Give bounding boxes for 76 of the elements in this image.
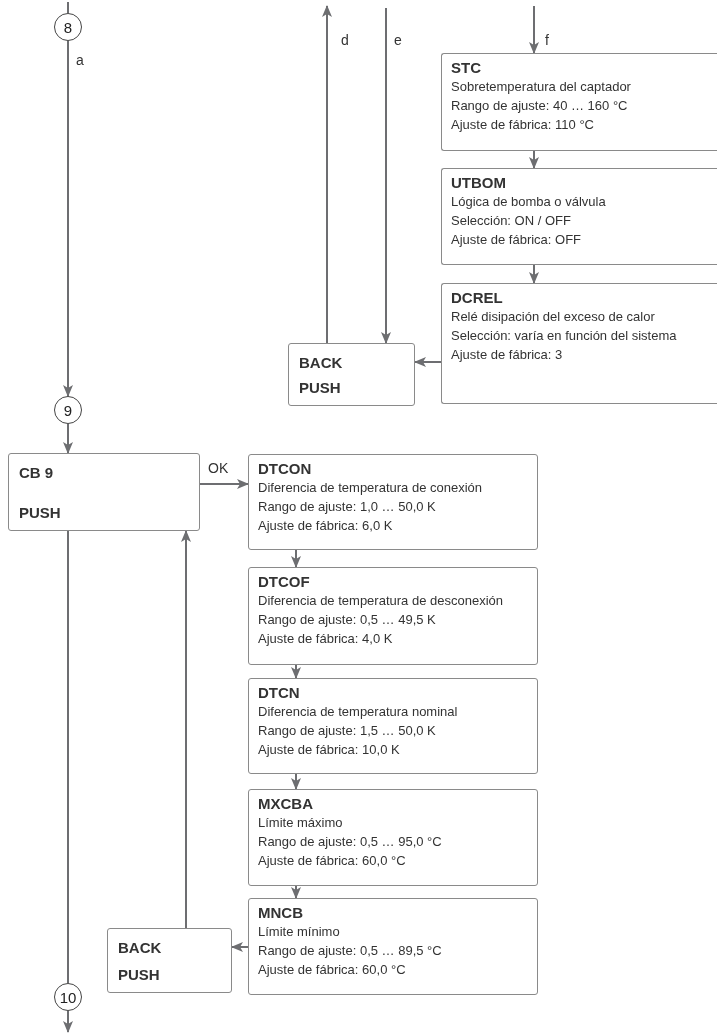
parameter-text: Lógica de bomba o válvula xyxy=(451,193,607,211)
parameter-box xyxy=(248,789,538,886)
arrow xyxy=(322,5,332,344)
parameter-text: Límite mínimo xyxy=(258,923,341,941)
menu-text: CB 9 xyxy=(19,464,55,482)
parameter-text: Rango de ajuste: 1,0 … 50,0 K xyxy=(258,498,437,516)
arrow xyxy=(231,942,249,952)
step-number: 9 xyxy=(63,402,73,418)
menu-box xyxy=(107,928,232,993)
edge-label: f xyxy=(545,32,549,48)
arrow xyxy=(291,885,301,899)
arrow xyxy=(529,150,539,169)
parameter-name: STC xyxy=(451,58,482,77)
arrow xyxy=(529,264,539,284)
parameter-box xyxy=(248,898,538,995)
arrow xyxy=(291,773,301,790)
parameter-text: Relé disipación del exceso de calor xyxy=(451,308,656,326)
parameter-text: Ajuste de fábrica: 6,0 K xyxy=(258,517,394,535)
parameter-text: Rango de ajuste: 40 … 160 °C xyxy=(451,97,629,115)
arrow xyxy=(414,357,442,367)
arrow xyxy=(529,5,539,54)
arrow xyxy=(63,1010,73,1033)
parameter-text: Rango de ajuste: 0,5 … 89,5 °C xyxy=(258,942,443,960)
menu-box xyxy=(8,453,200,531)
connector-circle xyxy=(54,983,82,1011)
parameter-text: Límite máximo xyxy=(258,814,344,832)
menu-text: BACK xyxy=(118,939,163,957)
arrow xyxy=(63,423,73,454)
parameter-box xyxy=(441,53,717,151)
parameter-box xyxy=(248,567,538,665)
edge-label: d xyxy=(341,32,349,48)
parameter-text: Ajuste de fábrica: OFF xyxy=(451,231,583,249)
parameter-text: Diferencia de temperatura de desconexión xyxy=(258,592,504,610)
parameter-box xyxy=(441,283,717,404)
parameter-text: Sobretemperatura del captador xyxy=(451,78,632,96)
menu-text: PUSH xyxy=(299,379,342,397)
edge-label: OK xyxy=(208,460,229,476)
parameter-text: Ajuste de fábrica: 60,0 °C xyxy=(258,852,407,870)
parameter-box xyxy=(441,168,717,265)
parameter-text: Rango de ajuste: 0,5 … 95,0 °C xyxy=(258,833,443,851)
menu-text: PUSH xyxy=(19,504,62,522)
parameter-text: Ajuste de fábrica: 3 xyxy=(451,346,564,364)
parameter-text: Rango de ajuste: 0,5 … 49,5 K xyxy=(258,611,437,629)
parameter-name: DTCOF xyxy=(258,572,311,591)
arrow xyxy=(181,530,191,929)
parameter-box xyxy=(248,678,538,774)
parameter-text: Selección: varía en función del sistema xyxy=(451,327,678,345)
connector-circle xyxy=(54,396,82,424)
parameter-name: DTCN xyxy=(258,683,301,702)
arrow xyxy=(291,549,301,568)
parameter-text: Diferencia de temperatura nominal xyxy=(258,703,459,721)
parameter-text: Diferencia de temperatura de conexión xyxy=(258,479,484,497)
edge-label: a xyxy=(76,52,84,68)
parameter-name: MNCB xyxy=(258,903,304,922)
menu-text: PUSH xyxy=(118,966,161,984)
arrow xyxy=(381,7,391,344)
parameter-text: Ajuste de fábrica: 10,0 K xyxy=(258,741,401,759)
parameter-name: DTCON xyxy=(258,459,313,478)
parameter-text: Ajuste de fábrica: 110 °C xyxy=(451,116,595,134)
parameter-text: Ajuste de fábrica: 4,0 K xyxy=(258,630,394,648)
parameter-name: DCREL xyxy=(451,288,504,307)
edge-label: e xyxy=(394,32,402,48)
connector-circle xyxy=(54,13,82,41)
parameter-text: Rango de ajuste: 1,5 … 50,0 K xyxy=(258,722,437,740)
parameter-text: Ajuste de fábrica: 60,0 °C xyxy=(258,961,407,979)
step-number: 8 xyxy=(63,19,73,35)
step-number: 10 xyxy=(59,989,77,1005)
menu-box xyxy=(288,343,415,406)
arrow xyxy=(63,40,73,397)
menu-text: BACK xyxy=(299,354,344,372)
parameter-text: Selección: ON / OFF xyxy=(451,212,572,230)
parameter-box xyxy=(248,454,538,550)
parameter-name: UTBOM xyxy=(451,173,507,192)
arrow xyxy=(199,479,249,489)
parameter-name: MXCBA xyxy=(258,794,314,813)
arrow xyxy=(291,664,301,679)
